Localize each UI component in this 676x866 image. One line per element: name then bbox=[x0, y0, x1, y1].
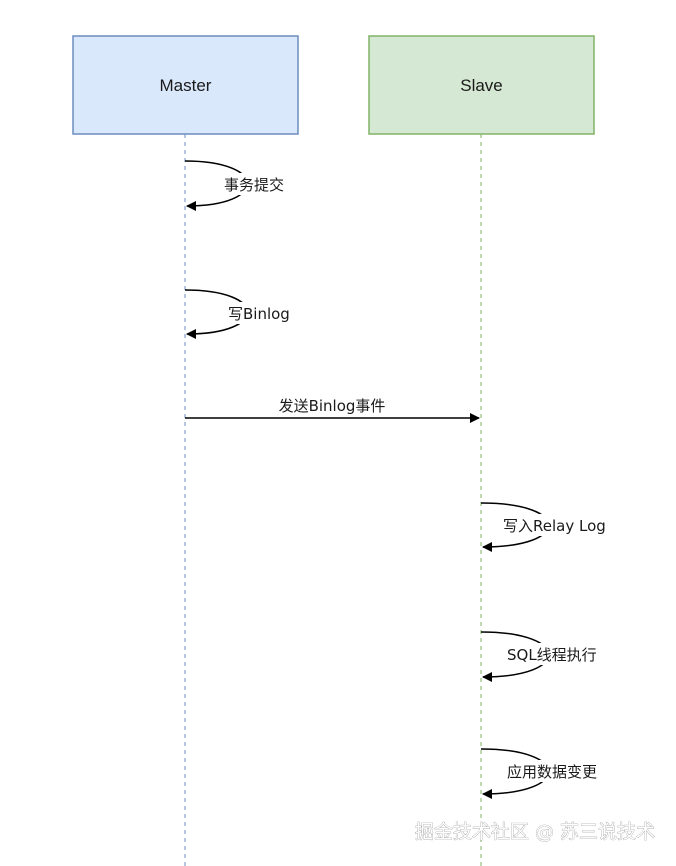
self-message-sql-thread: SQL线程执行 bbox=[480, 631, 607, 682]
self-message-apply-change: 应用数据变更 bbox=[480, 748, 609, 799]
slave-participant: Slave bbox=[368, 35, 595, 135]
self-message-commit: 事务提交 bbox=[184, 160, 292, 211]
message-send-binlog: 发送Binlog事件 bbox=[185, 397, 480, 423]
message-label: 应用数据变更 bbox=[507, 763, 597, 781]
message-label: 事务提交 bbox=[224, 176, 284, 194]
slave-box bbox=[368, 35, 595, 135]
message-label: 写入Relay Log bbox=[503, 517, 606, 535]
master-participant: Master bbox=[72, 35, 299, 135]
watermark: 掘金技术社区 @ 苏三说技术 bbox=[415, 821, 655, 843]
slave-label: Slave bbox=[460, 76, 503, 95]
master-label: Master bbox=[160, 76, 212, 95]
message-label: 写Binlog bbox=[228, 305, 290, 323]
self-message-write-binlog: 写Binlog bbox=[184, 289, 292, 339]
message-label: 发送Binlog事件 bbox=[279, 397, 386, 415]
self-message-write-relay-log: 写入Relay Log bbox=[480, 502, 612, 552]
message-label: SQL线程执行 bbox=[507, 646, 597, 664]
master-box bbox=[72, 35, 299, 135]
